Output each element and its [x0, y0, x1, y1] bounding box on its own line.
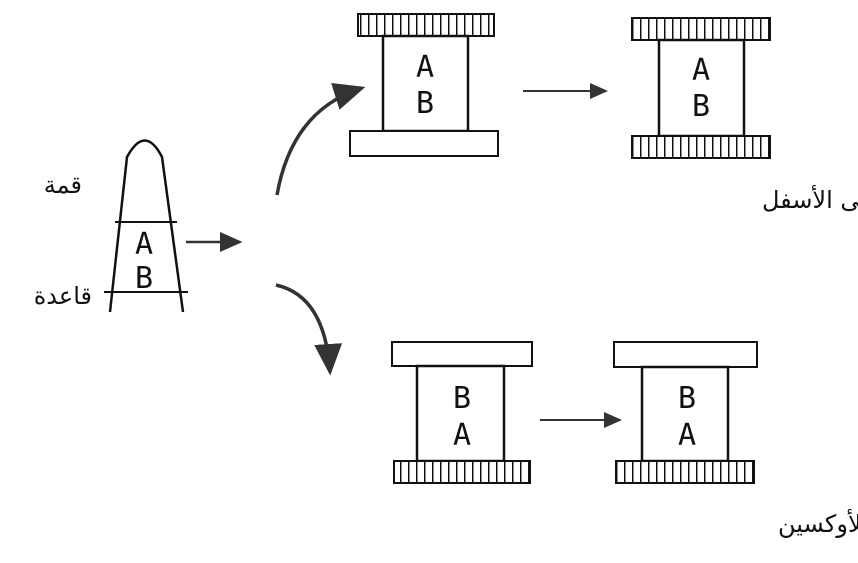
agar-donor-block — [615, 460, 755, 484]
stem-segment — [381, 34, 470, 133]
segment-label-a: A — [692, 53, 710, 88]
coleoptile-segment-b: B — [135, 261, 153, 296]
top-caption: انتقال الأوكسين إلى الأسفل — [762, 185, 858, 215]
apex-label: قمة — [44, 171, 82, 199]
agar-receiver-block-no-auxin — [613, 341, 758, 368]
experiment-bottom-start: B A — [391, 341, 533, 484]
stem-segment — [657, 38, 746, 138]
branch-arrow-down — [275, 283, 343, 376]
experiment-top-result: A B — [631, 17, 771, 159]
segment-label-a: A — [453, 418, 471, 453]
coleoptile-outline — [108, 139, 185, 313]
coleoptile-segment-a: A — [135, 227, 153, 262]
stem-segment — [415, 364, 506, 463]
agar-donor-block — [357, 13, 495, 37]
agar-receiver-block-with-auxin — [631, 135, 771, 159]
segment-label-b: B — [678, 381, 696, 416]
experiment-top-start: A B — [349, 13, 499, 157]
branch-arrow-up — [275, 83, 366, 196]
segment-label-b: B — [453, 381, 471, 416]
segment-label-b: B — [692, 89, 710, 124]
segment-label-b: B — [416, 86, 434, 121]
coleoptile: A B — [104, 139, 188, 313]
segment-label-a: A — [678, 418, 696, 453]
base-label: قاعدة — [34, 282, 92, 310]
segment-label-a: A — [416, 50, 434, 85]
experiment-bottom-result: B A — [613, 341, 758, 484]
agar-donor-block — [631, 17, 771, 41]
agar-receiver-block — [391, 341, 533, 367]
agar-donor-block — [393, 460, 531, 484]
bottom-caption: لايحدث انتقال للأوكسين — [778, 509, 858, 538]
agar-receiver-block — [349, 130, 499, 157]
